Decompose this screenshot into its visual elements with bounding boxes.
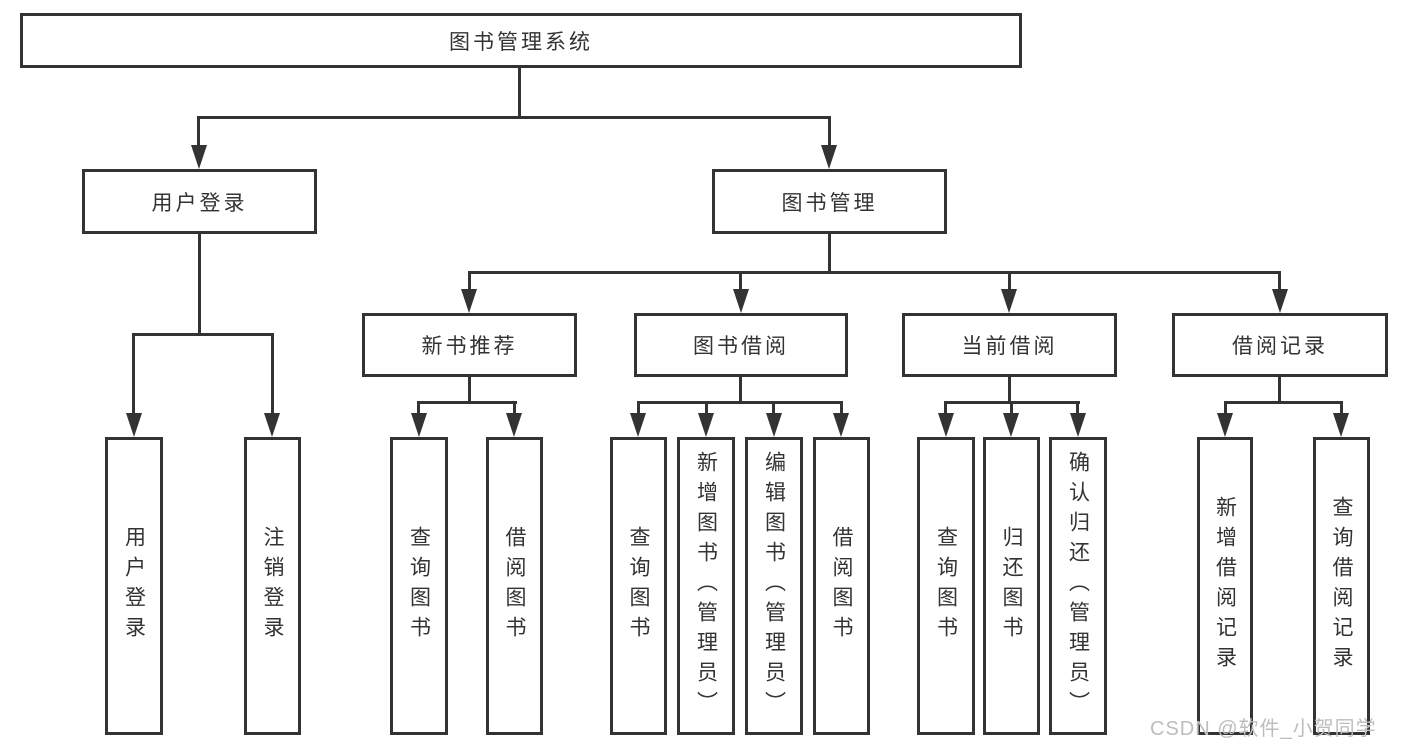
connector-line xyxy=(772,401,775,415)
connector-line xyxy=(132,333,135,415)
arrowhead-down-icon xyxy=(938,413,954,437)
connector-line xyxy=(1278,377,1281,404)
connector-line xyxy=(840,401,843,415)
connector-line xyxy=(133,333,273,336)
connector-line xyxy=(513,401,516,415)
arrowhead-down-icon xyxy=(1217,413,1233,437)
leaf-edit-book-admin: 编辑图书（管理员） xyxy=(745,437,803,735)
connector-line xyxy=(637,401,640,415)
arrowhead-down-icon xyxy=(191,145,207,169)
connector-line xyxy=(705,401,708,415)
leaf-user-login: 用户登录 xyxy=(105,437,163,735)
arrowhead-down-icon xyxy=(766,413,782,437)
leaf-add-book-admin: 新增图书（管理员） xyxy=(677,437,735,735)
connector-line xyxy=(1224,401,1343,404)
connector-line xyxy=(197,116,831,119)
arrowhead-down-icon xyxy=(833,413,849,437)
arrowhead-down-icon xyxy=(1272,289,1288,313)
arrowhead-down-icon xyxy=(821,145,837,169)
connector-line xyxy=(739,271,742,291)
arrowhead-down-icon xyxy=(698,413,714,437)
csdn-watermark: CSDN @软件_小贺同学 xyxy=(1150,718,1377,740)
leaf-add-borrow-record: 新增借阅记录 xyxy=(1197,437,1253,735)
node-book-management: 图书管理 xyxy=(712,169,947,234)
connector-line xyxy=(739,377,742,404)
leaf-confirm-return-admin: 确认归还（管理员） xyxy=(1049,437,1107,735)
leaf-borrow-books-recommend: 借阅图书 xyxy=(486,437,543,735)
connector-line xyxy=(944,401,947,415)
connector-line xyxy=(828,234,831,274)
node-book-borrow: 图书借阅 xyxy=(634,313,848,377)
connector-line xyxy=(1010,401,1013,415)
connector-line xyxy=(271,333,274,415)
arrowhead-down-icon xyxy=(411,413,427,437)
leaf-query-books-borrow: 查询图书 xyxy=(610,437,667,735)
leaf-query-books-current: 查询图书 xyxy=(917,437,975,735)
connector-line xyxy=(828,116,831,148)
node-new-book-recommend: 新书推荐 xyxy=(362,313,577,377)
arrowhead-down-icon xyxy=(733,289,749,313)
arrowhead-down-icon xyxy=(1003,413,1019,437)
leaf-query-borrow-record: 查询借阅记录 xyxy=(1313,437,1370,735)
connector-line xyxy=(1224,401,1227,415)
arrowhead-down-icon xyxy=(461,289,477,313)
node-user-login: 用户登录 xyxy=(82,169,317,234)
connector-line xyxy=(197,116,200,148)
connector-line xyxy=(468,377,471,404)
arrowhead-down-icon xyxy=(1001,289,1017,313)
node-borrow-records: 借阅记录 xyxy=(1172,313,1388,377)
arrowhead-down-icon xyxy=(1333,413,1349,437)
leaf-borrow-books-borrow: 借阅图书 xyxy=(813,437,870,735)
connector-line xyxy=(198,234,201,336)
connector-line xyxy=(1008,271,1011,291)
leaf-query-books-recommend: 查询图书 xyxy=(390,437,448,735)
arrowhead-down-icon xyxy=(506,413,522,437)
connector-line xyxy=(468,271,1281,274)
arrowhead-down-icon xyxy=(264,413,280,437)
connector-line xyxy=(417,401,517,404)
node-current-borrow: 当前借阅 xyxy=(902,313,1117,377)
node-library-management-system: 图书管理系统 xyxy=(20,13,1022,68)
connector-line xyxy=(417,401,420,415)
connector-line xyxy=(1340,401,1343,415)
connector-line xyxy=(1008,377,1011,404)
arrowhead-down-icon xyxy=(630,413,646,437)
connector-line xyxy=(637,401,843,404)
arrowhead-down-icon xyxy=(126,413,142,437)
leaf-return-book: 归还图书 xyxy=(983,437,1040,735)
connector-line xyxy=(1076,401,1079,415)
connector-line xyxy=(468,271,471,291)
leaf-logout: 注销登录 xyxy=(244,437,301,735)
arrowhead-down-icon xyxy=(1070,413,1086,437)
connector-line xyxy=(518,67,521,118)
connector-line xyxy=(1278,271,1281,291)
